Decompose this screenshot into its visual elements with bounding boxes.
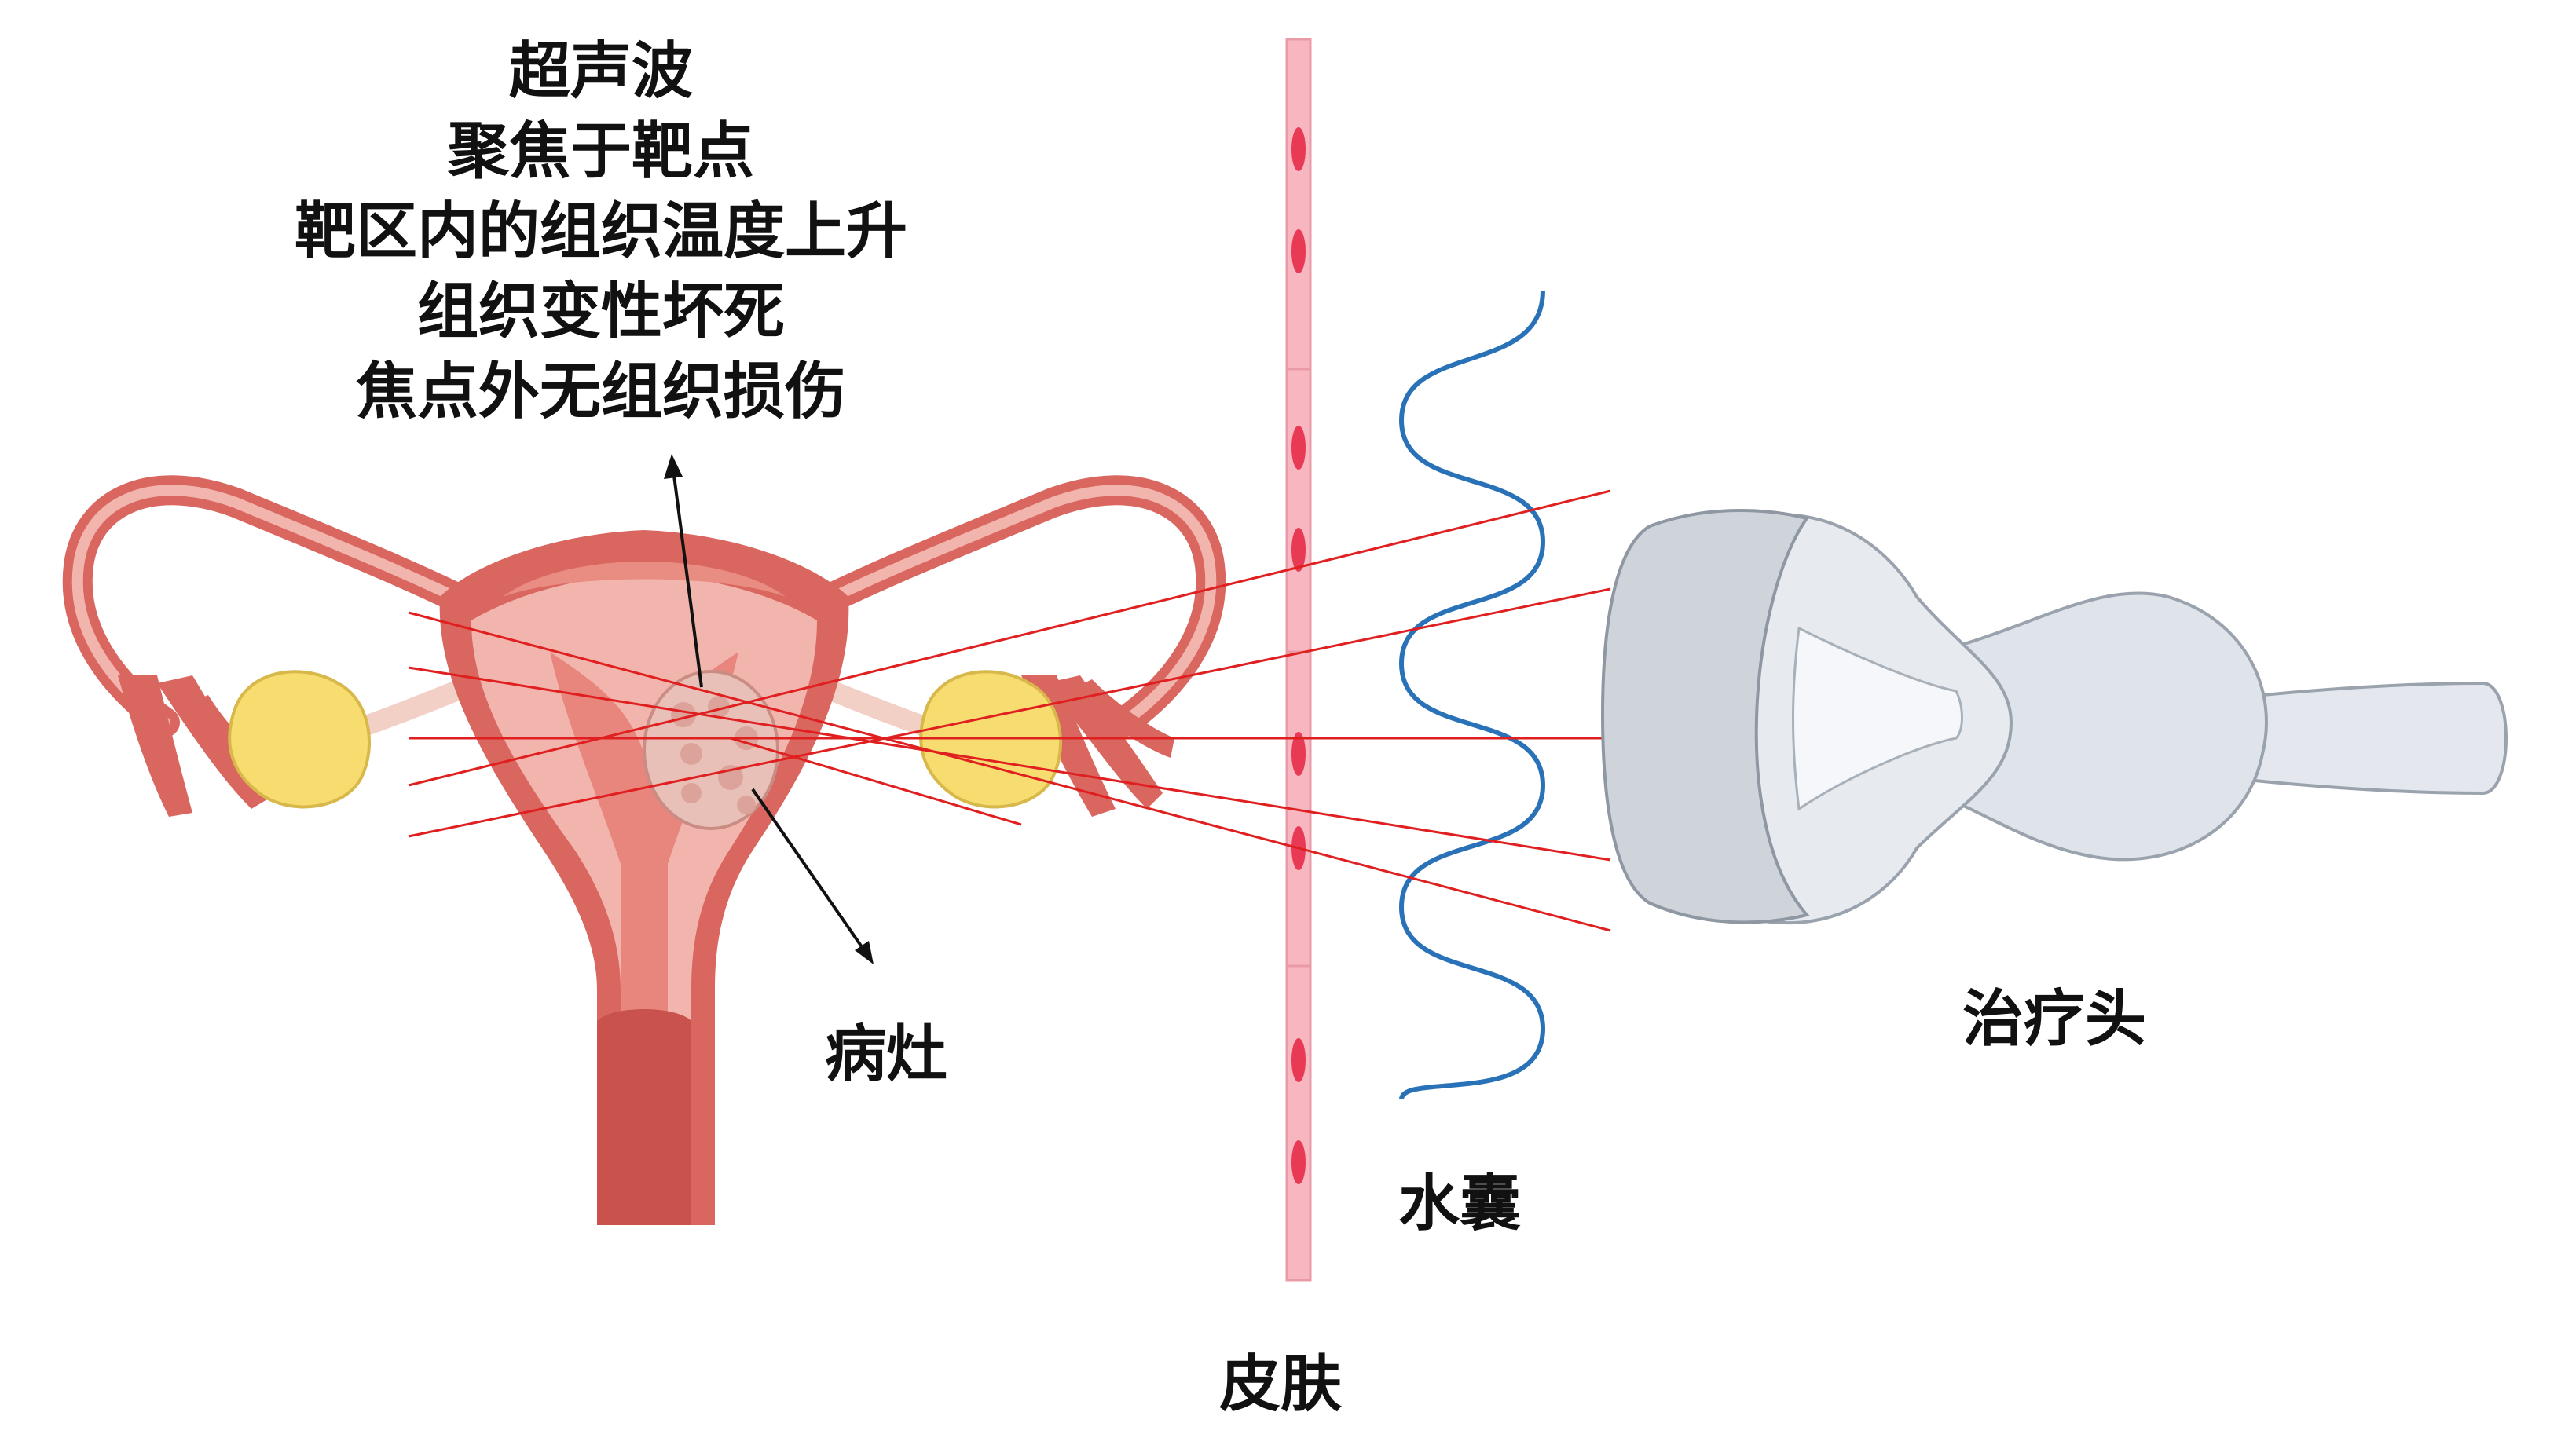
treatment-head-label: 治疗头: [1962, 984, 2147, 1055]
description-line: 靶区内的组织温度上升: [294, 196, 907, 267]
cervix: [597, 1009, 691, 1225]
description-line: 焦点外无组织损伤: [355, 357, 846, 427]
water-bag-wave: [1398, 290, 1546, 1100]
lesion-fibroid: [643, 670, 779, 830]
skin-layer-illustration: [1285, 38, 1312, 1282]
left-ovary: [228, 670, 371, 809]
description-line: 组织变性坏死: [416, 276, 785, 347]
arrow-to-lesion: [751, 788, 874, 964]
ultrasound-beams: [408, 489, 1611, 932]
ultrasound-probe-illustration: [1600, 509, 2508, 925]
ultrasound-description: 超声波 聚焦于靶点 靶区内的组织温度上升 组织变性坏死 焦点外无组织损伤: [189, 31, 1013, 432]
description-line: 聚焦于靶点: [447, 116, 754, 187]
description-line: 超声波: [508, 36, 693, 107]
lesion-label: 病灶: [825, 1019, 948, 1090]
arrow-to-text: [664, 454, 703, 688]
skin-label: 皮肤: [1219, 1349, 1343, 1420]
uterus-illustration: [62, 475, 1226, 1225]
water-bag-label: 水囊: [1398, 1169, 1522, 1239]
